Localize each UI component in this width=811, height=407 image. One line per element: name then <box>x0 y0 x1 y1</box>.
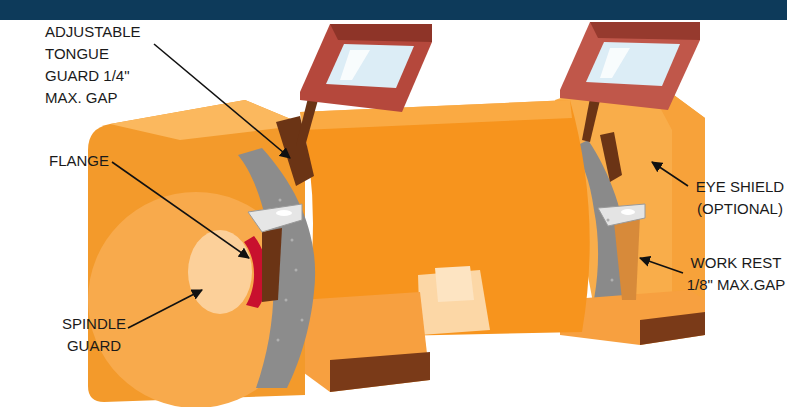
wheel-grit <box>277 199 614 342</box>
eye-shield-left <box>296 24 432 150</box>
work-rest-label: WORK REST 1/8" MAX.GAP <box>680 252 792 296</box>
eye-shield-label: EYE SHIELD (OPTIONAL) <box>684 176 796 220</box>
tongue-guard-label: ADJUSTABLE TONGUE GUARD 1/4" MAX. GAP <box>45 21 157 109</box>
spindle-guard <box>188 230 252 314</box>
left-base <box>300 292 430 392</box>
left-work-rest <box>248 204 302 302</box>
right-work-rest <box>598 204 645 300</box>
flange-label: FLANGE <box>49 150 129 172</box>
leader-lines <box>112 44 688 328</box>
spindle-guard-label: SPINDLE GUARD <box>48 313 140 357</box>
header-bar <box>0 0 787 20</box>
eye-shield-right <box>560 22 700 142</box>
